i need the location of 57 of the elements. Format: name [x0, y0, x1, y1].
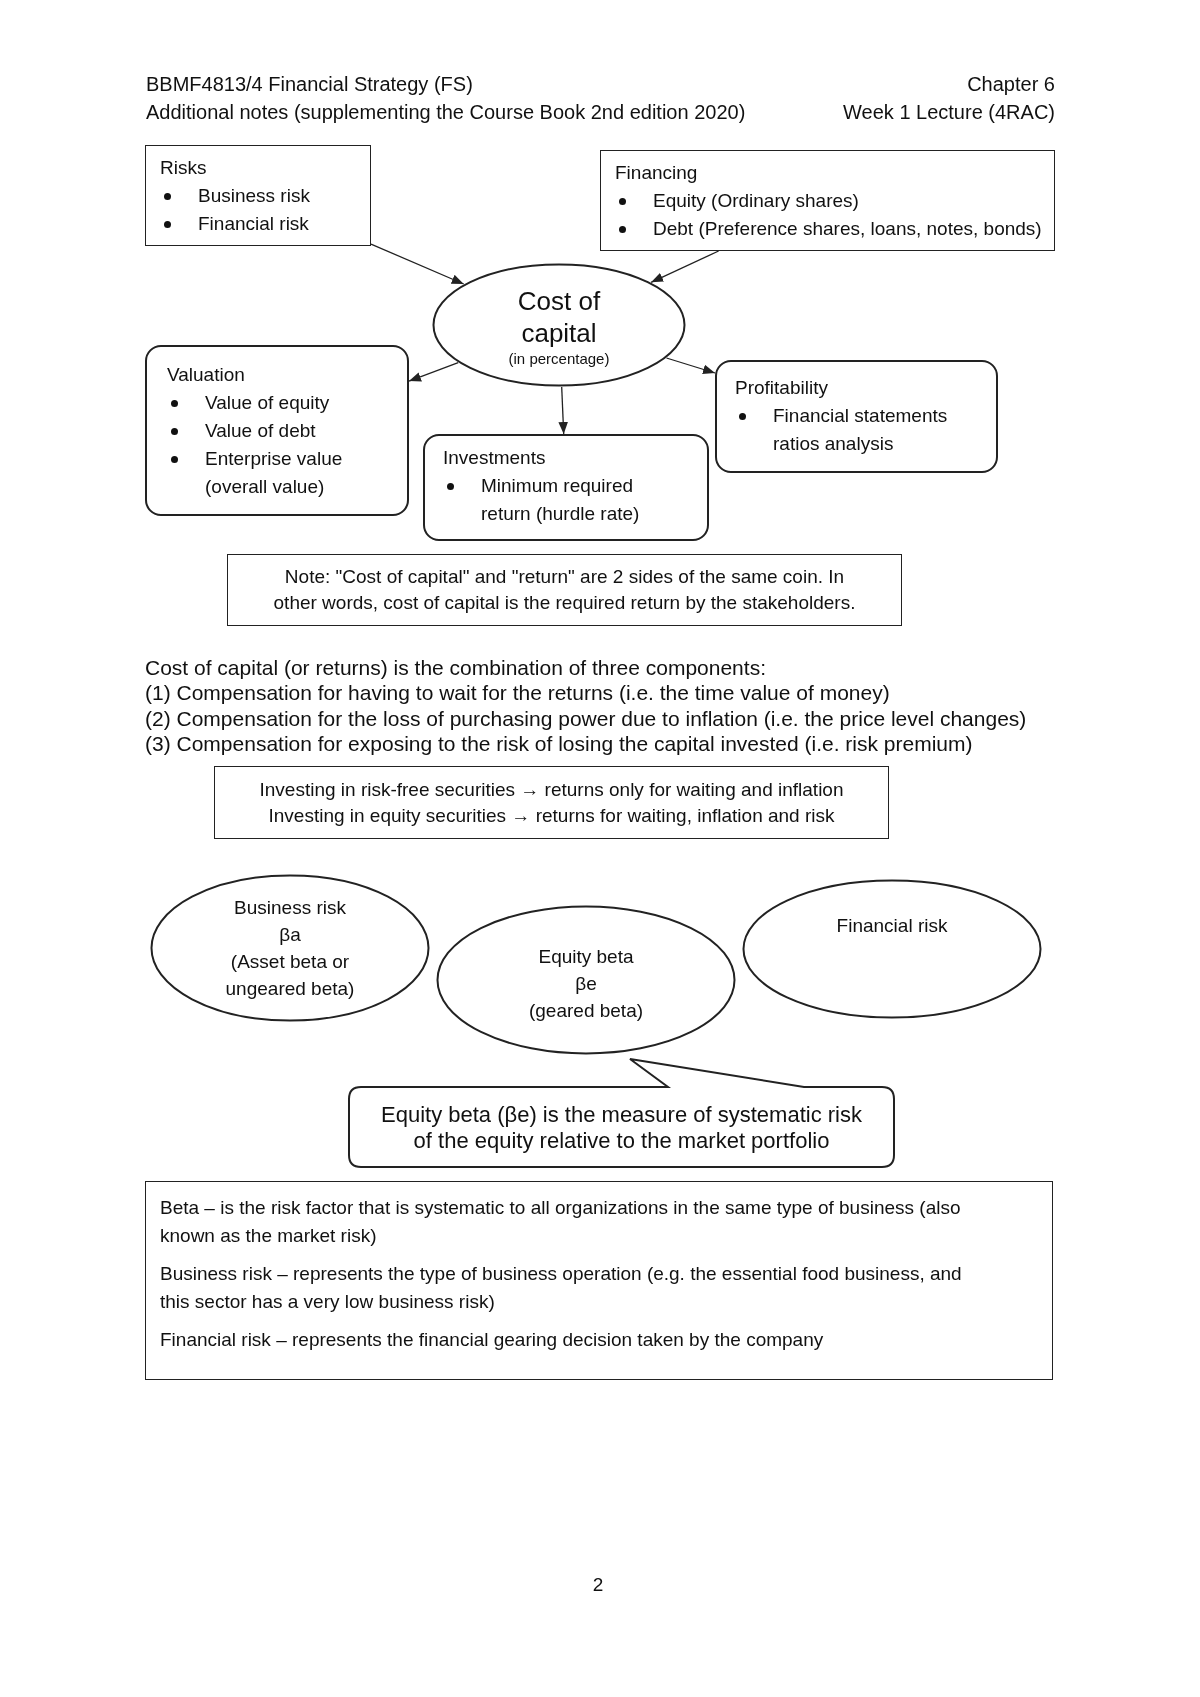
page-number: 2	[592, 1573, 604, 1597]
arrow	[408, 362, 459, 382]
numbered-item: (2) Compensation for the loss of purchasing power due to inflation (i.e. the price level changes)	[145, 706, 1027, 731]
header-text: BBMF4813/4 Financial Strategy (FS)	[146, 72, 473, 97]
definition-box	[145, 1181, 1053, 1380]
arrow	[370, 243, 465, 285]
bullet-text: Financial risk	[198, 212, 309, 236]
numbered-item: (1) Compensation for having to wait for the returns (i.e. the time value of money)	[145, 680, 890, 705]
risk-ellipse	[742, 879, 1042, 1019]
bullet-text: Equity (Ordinary shares)	[653, 189, 859, 213]
risk-ellipse	[436, 905, 736, 1055]
box-heading: Investments	[443, 446, 546, 470]
box-heading: Profitability	[735, 376, 828, 400]
arrow	[665, 357, 716, 375]
ellipse-subtitle: (in percentage)	[508, 349, 610, 369]
summary-line: Investing in equity securities → returns for waiting, inflation and risk	[268, 803, 835, 828]
beta-symbol: βe	[575, 971, 597, 996]
ellipse-title: Equity beta	[538, 944, 634, 969]
summary-line: Investing in risk-free securities → returns only for waiting and inflation	[259, 777, 844, 802]
ellipse-title: Cost of capital	[516, 285, 602, 349]
ellipse-title: Financial risk	[836, 914, 948, 938]
bullet-text: Business risk	[198, 184, 310, 208]
definition-text: Financial risk – represents the financial gearing decision taken by the company	[160, 1328, 824, 1352]
beta-symbol: βa	[279, 923, 301, 947]
ellipse-title: Business risk	[234, 896, 346, 920]
bullet-text: Financial statements ratios analysis	[773, 404, 949, 456]
header-text: Chapter 6	[967, 72, 1055, 97]
ellipse-note: (Asset beta or ungeared beta)	[224, 950, 356, 1001]
bullet-text: Enterprise value (overall value)	[205, 447, 344, 499]
header-text: Week 1 Lecture (4RAC)	[843, 100, 1055, 125]
note-box	[227, 554, 902, 626]
bullet-text: Value of equity	[205, 391, 330, 415]
arrow	[558, 386, 568, 435]
topic-box	[145, 145, 371, 246]
bullet-text: Debt (Preference shares, loans, notes, bonds)	[653, 217, 1042, 241]
header-text: Additional notes (supplementing the Course Book 2nd edition 2020)	[146, 100, 746, 125]
risk-ellipse	[150, 874, 430, 1022]
callout-text: Equity beta (βe) is the measure of systematic risk of the equity relative to the market portfolio	[380, 1101, 863, 1154]
topic-card	[145, 345, 409, 516]
callout-bubble	[348, 1057, 895, 1168]
concept-ellipse	[432, 263, 686, 387]
box-heading: Risks	[160, 156, 207, 180]
body-text: Cost of capital (or returns) is the combination of three components:	[145, 655, 766, 680]
numbered-item: (3) Compensation for exposing to the risk of losing the capital invested (i.e. risk premium)	[145, 731, 973, 756]
topic-card	[715, 360, 998, 473]
topic-card	[423, 434, 709, 541]
definition-text: Beta – is the risk factor that is systematic to all organizations in the same type of business (also known as the market risk)	[160, 1196, 962, 1248]
bullet-text: Minimum required return (hurdle rate)	[481, 474, 641, 526]
bullet-text: Value of debt	[205, 419, 316, 443]
ellipse-note: (geared beta)	[528, 998, 644, 1023]
box-heading: Valuation	[167, 363, 245, 387]
topic-box	[600, 150, 1055, 251]
note-text: Note: "Cost of capital" and "return" are 2 sides of the same coin. In other words, cost of capital is the required return by the stakeholders.	[272, 565, 857, 615]
summary-box	[214, 766, 889, 839]
box-heading: Financing	[615, 161, 698, 185]
definition-text: Business risk – represents the type of business operation (e.g. the essential food business, and this sector has a very low business risk)	[160, 1262, 963, 1314]
arrow	[650, 250, 720, 283]
